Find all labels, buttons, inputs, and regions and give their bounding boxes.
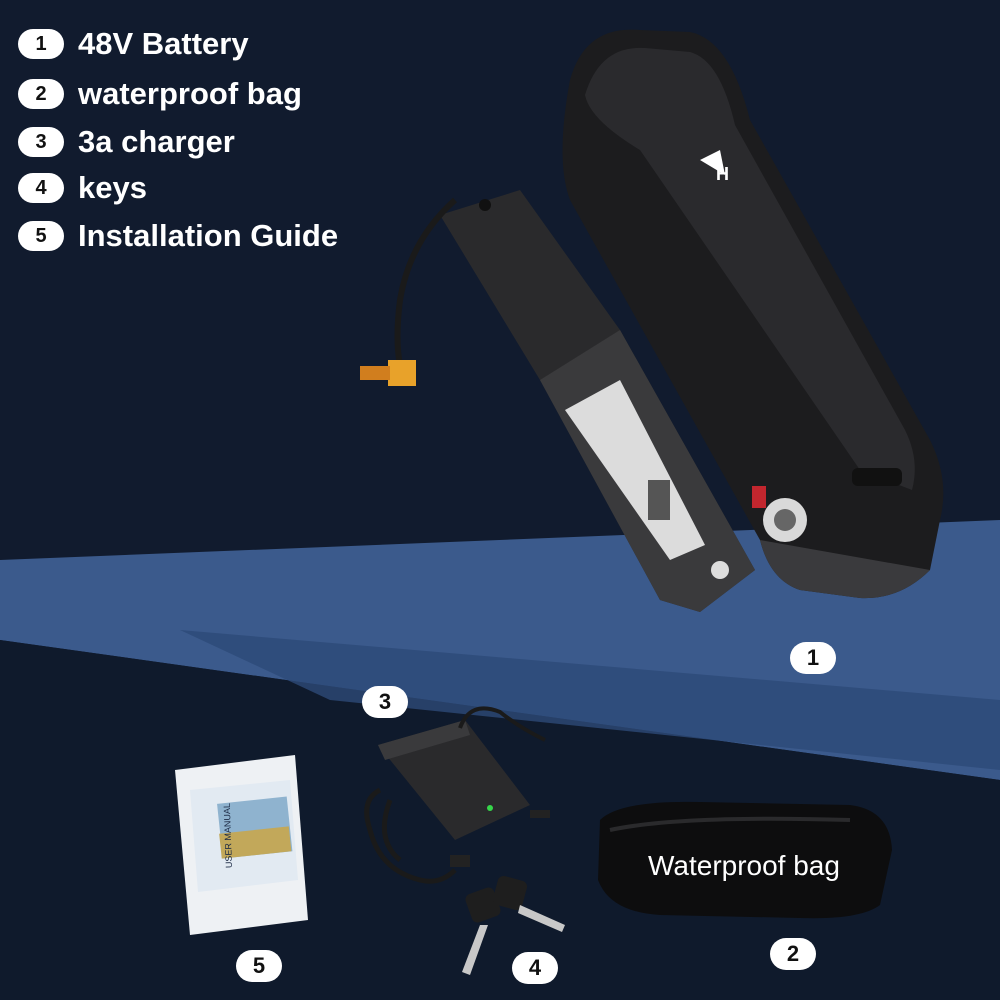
legend-label: Installation Guide [78, 218, 339, 253]
battery-mount-image [360, 190, 755, 612]
legend-item-keys: 4 keys [18, 170, 147, 206]
legend-label: keys [78, 170, 147, 205]
callout-bag: 2 [770, 938, 816, 970]
callout-keys: 4 [512, 952, 558, 984]
battery-image: H [562, 29, 944, 599]
keys-image [462, 875, 565, 975]
legend-label: waterproof bag [78, 76, 302, 111]
bag-print-text: Waterproof bag [648, 850, 840, 881]
number-badge: 5 [18, 221, 64, 251]
background-band-shade [180, 630, 1000, 770]
callout-battery: 1 [790, 642, 836, 674]
number-badge: 2 [18, 79, 64, 109]
number-badge: 1 [18, 29, 64, 59]
charger-image [364, 706, 550, 884]
callout-charger: 3 [362, 686, 408, 718]
legend-item-bag: 2 waterproof bag [18, 76, 302, 112]
number-badge: 3 [18, 127, 64, 157]
manual-title: USER MANUAL [222, 803, 234, 868]
xt60-connector [388, 360, 416, 386]
legend-label: 48V Battery [78, 26, 249, 61]
legend-label: 3a charger [78, 124, 235, 159]
legend-item-charger: 3 3a charger [18, 124, 235, 160]
callout-guide: 5 [236, 950, 282, 982]
legend-item-battery: 1 48V Battery [18, 26, 249, 62]
number-badge: 4 [18, 173, 64, 203]
legend-item-guide: 5 Installation Guide [18, 218, 338, 254]
waterproof-bag-image: Waterproof bag [598, 801, 892, 919]
battery-logo: H [716, 164, 729, 184]
installation-guide-image: USER MANUAL [175, 755, 308, 935]
